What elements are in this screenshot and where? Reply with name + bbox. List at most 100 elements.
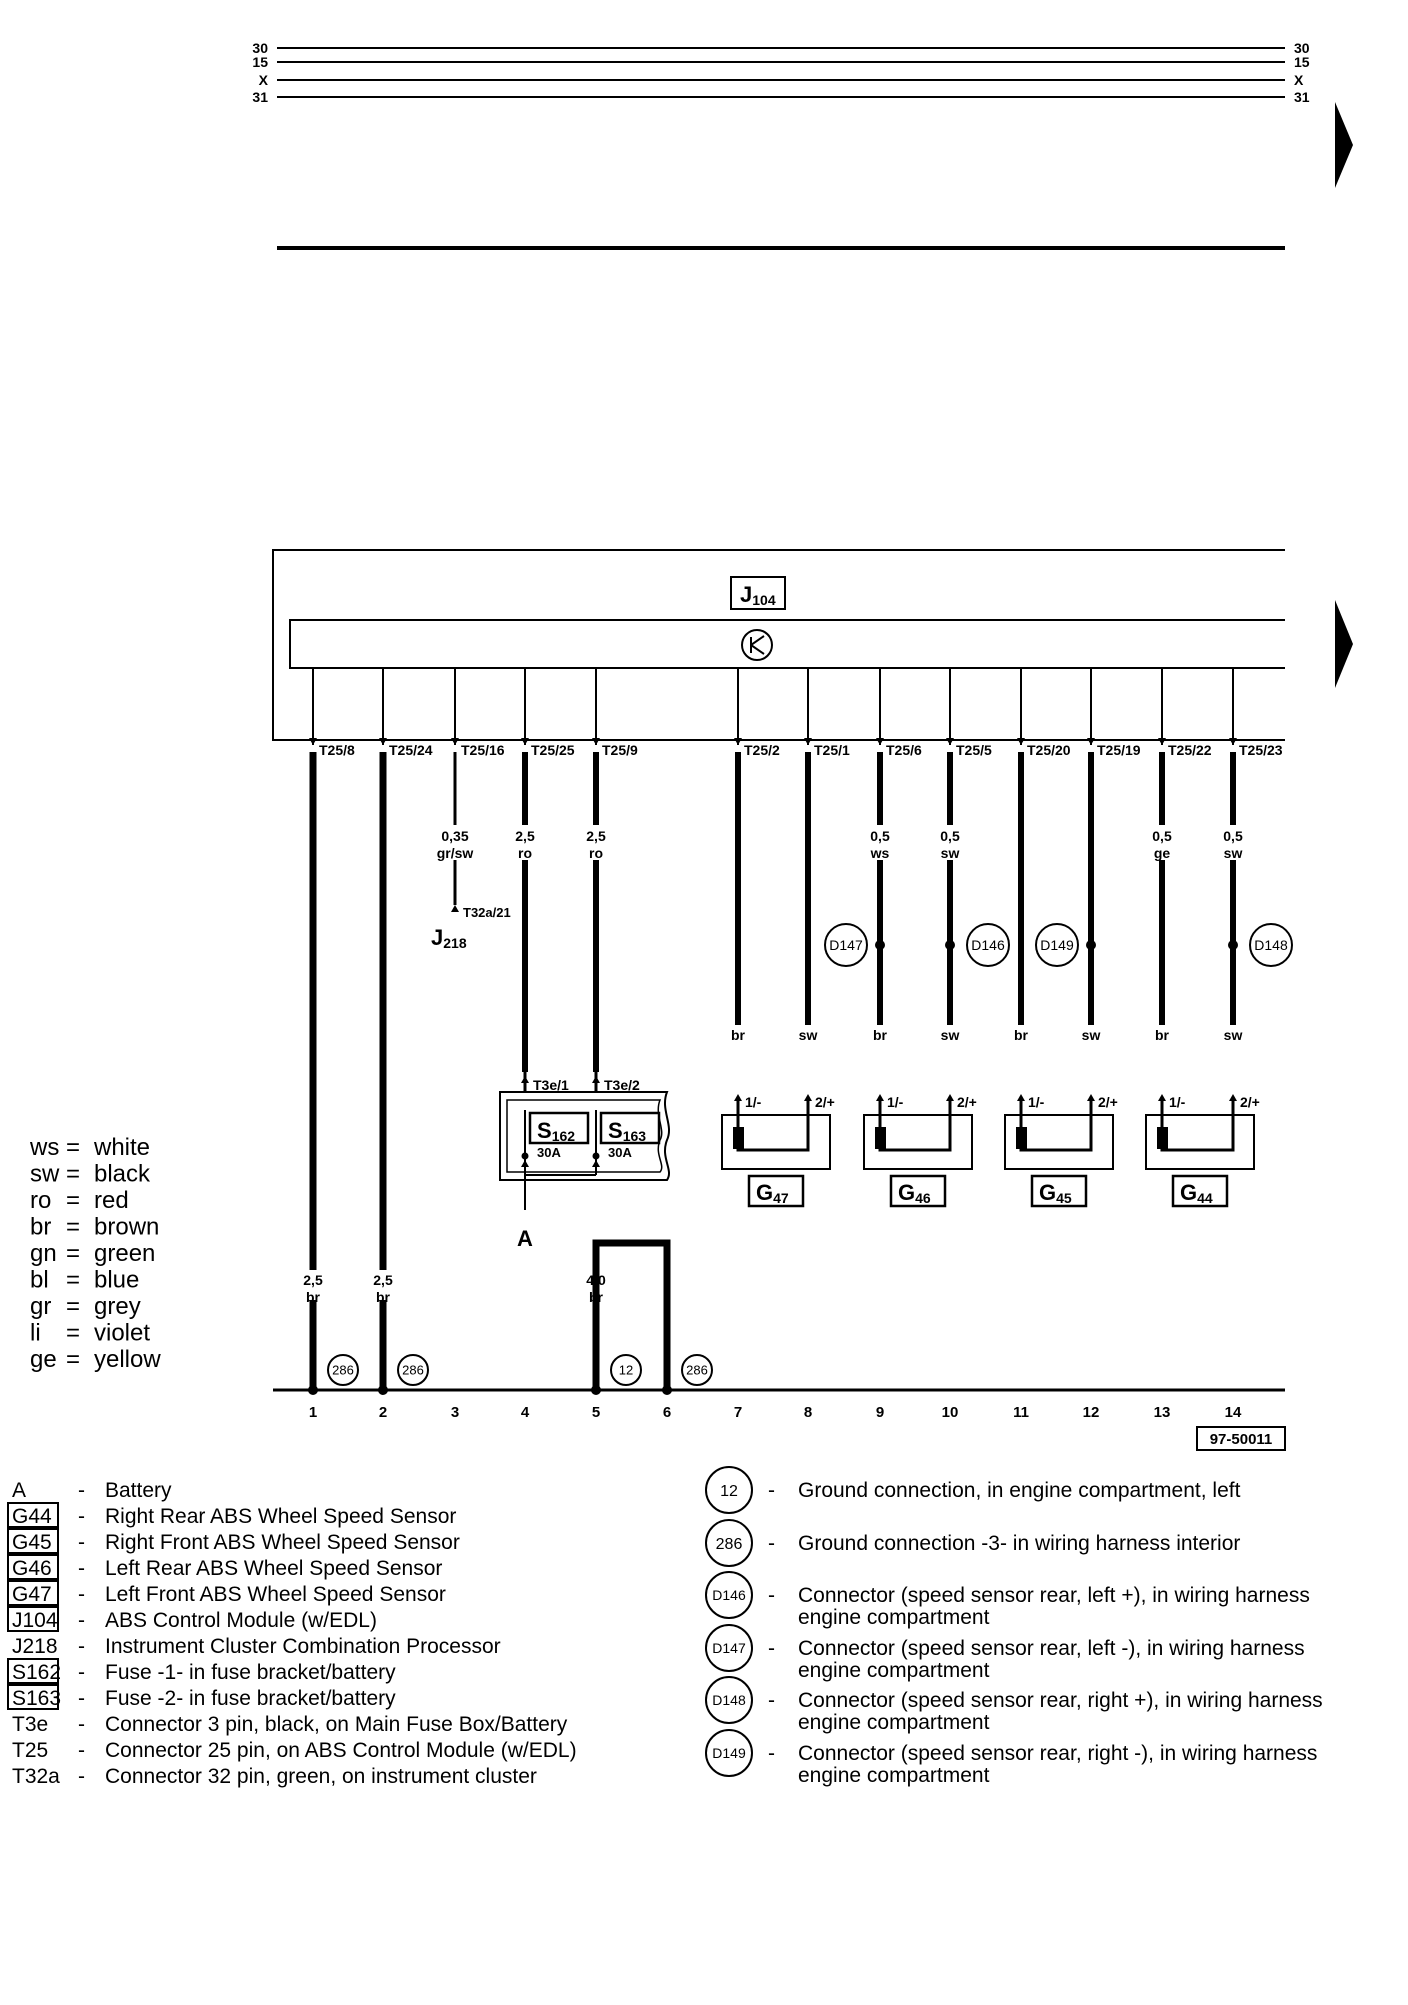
column-number-11: 11 bbox=[1013, 1404, 1029, 1421]
sensor-wire-color-10: sw bbox=[941, 1027, 960, 1043]
lower-wire-size-2: 2,5 bbox=[373, 1272, 393, 1288]
bus-label-right-15: 15 bbox=[1294, 54, 1310, 70]
sensor-44-label-box bbox=[1171, 1174, 1229, 1208]
sensor-pin-arrow-7 bbox=[734, 1094, 742, 1101]
pin-arrow-12 bbox=[1087, 738, 1095, 745]
fuse-pin-label-4: T3e/1 bbox=[533, 1077, 569, 1093]
pin-label-2: T25/24 bbox=[389, 742, 433, 758]
color-name-sw: black bbox=[94, 1161, 151, 1188]
legend-code-box-S163 bbox=[7, 1684, 59, 1710]
ground-node-2 bbox=[378, 1385, 388, 1395]
sensor-pin-arrow-9 bbox=[876, 1094, 884, 1101]
legend-symbol-D147-ring bbox=[705, 1624, 753, 1672]
wire-size-9: 0,5 bbox=[870, 828, 890, 844]
legend-symbol-D146-ring bbox=[705, 1571, 753, 1619]
sensor-pin-arrow-8 bbox=[804, 1094, 812, 1101]
legend-code-T3e: T3e bbox=[12, 1713, 48, 1736]
j218-pin-label: T32a/21 bbox=[463, 905, 511, 920]
inline-connector-D147-label: D147 bbox=[829, 937, 863, 953]
color-name-gr: grey bbox=[94, 1293, 141, 1320]
color-eq-ws: = bbox=[66, 1134, 80, 1161]
fuse-box-outline bbox=[499, 1091, 670, 1181]
bus-label-left-31: 31 bbox=[252, 89, 268, 105]
lower-wire-size-1: 2,5 bbox=[303, 1272, 323, 1288]
color-code-gr: gr bbox=[30, 1293, 51, 1320]
legend-right-desc2-D146: engine compartment bbox=[798, 1606, 990, 1629]
bus-label-left-30: 30 bbox=[252, 40, 268, 56]
sensor-pin-label-8: 2/+ bbox=[815, 1094, 835, 1110]
fuse-node-5 bbox=[592, 1152, 600, 1160]
pin-arrow-5 bbox=[592, 738, 600, 745]
sensor-wire-color-13: br bbox=[1155, 1027, 1170, 1043]
legend-right-desc-286: Ground connection -3- in wiring harness … bbox=[798, 1532, 1240, 1555]
legend-symbol-12-ring bbox=[705, 1466, 753, 1514]
color-code-ge: ge bbox=[30, 1346, 57, 1373]
color-code-ws: ws bbox=[29, 1134, 59, 1161]
fuse-pin-label-5: T3e/2 bbox=[604, 1077, 640, 1093]
legend-right-desc-D148: Connector (speed sensor rear, right +), … bbox=[798, 1689, 1323, 1712]
color-code-ro: ro bbox=[30, 1187, 51, 1214]
sensor-44-coil bbox=[1160, 1100, 1235, 1152]
color-code-br: br bbox=[30, 1214, 51, 1241]
legend-dash-J104: - bbox=[78, 1609, 85, 1632]
legend-desc-S162: Fuse -1- in fuse bracket/battery bbox=[105, 1661, 396, 1684]
column-number-1: 1 bbox=[309, 1404, 317, 1421]
color-code-bl: bl bbox=[30, 1267, 49, 1294]
legend-dash-T25: - bbox=[78, 1739, 85, 1762]
wire-size-3: 0,35 bbox=[441, 828, 468, 844]
sensor-wire-color-8: sw bbox=[799, 1027, 818, 1043]
legend-desc-T32a: Connector 32 pin, green, on instrument c… bbox=[105, 1765, 537, 1788]
legend-dash-T32a: - bbox=[78, 1765, 85, 1788]
legend-symbol-D148-ring bbox=[705, 1676, 753, 1724]
pin-label-9: T25/6 bbox=[886, 742, 922, 758]
legend-right-desc-12: Ground connection, in engine compartment… bbox=[798, 1479, 1241, 1502]
legend-symbol-D146-label: D146 bbox=[712, 1587, 746, 1603]
color-eq-bl: = bbox=[66, 1267, 80, 1294]
wire-size-10: 0,5 bbox=[940, 828, 960, 844]
legend-symbol-D148-label: D148 bbox=[712, 1692, 746, 1708]
ground-loop-5-6 bbox=[592, 1239, 671, 1390]
legend-symbol-D149-label: D149 bbox=[712, 1745, 746, 1761]
legend-code-box-S162 bbox=[7, 1658, 59, 1684]
column-number-2: 2 bbox=[379, 1404, 387, 1421]
pin-arrow-13 bbox=[1158, 738, 1166, 745]
ground-point-6-label: 286 bbox=[686, 1363, 708, 1378]
color-eq-sw: = bbox=[66, 1161, 80, 1188]
pin-arrow-2 bbox=[379, 738, 387, 745]
legend-code-G46: G46 bbox=[12, 1557, 52, 1580]
ground-point-2-ring bbox=[397, 1354, 429, 1386]
legend-right-dash-286: - bbox=[768, 1532, 775, 1555]
legend-desc-J104: ABS Control Module (w/EDL) bbox=[105, 1609, 377, 1632]
abs-control-module-j104: J104 bbox=[272, 549, 1353, 741]
connector-dot-D149 bbox=[1086, 940, 1096, 950]
pin-label-1: T25/8 bbox=[319, 742, 355, 758]
sensor-pin-label-7: 1/- bbox=[745, 1094, 762, 1110]
j218-label: J218 bbox=[431, 925, 467, 951]
legend-right-desc-D146: Connector (speed sensor rear, left +), i… bbox=[798, 1584, 1310, 1607]
legend-desc-T25: Connector 25 pin, on ABS Control Module … bbox=[105, 1739, 577, 1762]
module-inner-bar bbox=[289, 619, 1285, 669]
module-label-box bbox=[730, 576, 786, 610]
pin-arrow-14 bbox=[1229, 738, 1237, 745]
wire-color-13: ge bbox=[1154, 845, 1171, 861]
ground-point-5-ring bbox=[610, 1354, 642, 1386]
point-a-label: A bbox=[517, 1226, 533, 1251]
inline-connector-D148-label: D148 bbox=[1254, 937, 1288, 953]
wire-size-13: 0,5 bbox=[1152, 828, 1172, 844]
color-name-gn: green bbox=[94, 1240, 155, 1267]
wire-size-4: 2,5 bbox=[515, 828, 535, 844]
legend-desc-S163: Fuse -2- in fuse bracket/battery bbox=[105, 1687, 396, 1710]
pin-arrow-8 bbox=[804, 738, 812, 745]
pin-label-3: T25/16 bbox=[461, 742, 505, 758]
sensor-47-label-box bbox=[747, 1174, 805, 1208]
legend-dash-G47: - bbox=[78, 1583, 85, 1606]
color-name-li: violet bbox=[94, 1320, 150, 1347]
bus-label-right-30: 30 bbox=[1294, 40, 1310, 56]
legend-code-G44: G44 bbox=[12, 1505, 52, 1528]
sensor-wire-color-7: br bbox=[731, 1027, 746, 1043]
color-code-sw: sw bbox=[30, 1161, 60, 1188]
connector-dot-D147 bbox=[875, 940, 885, 950]
column-number-6: 6 bbox=[663, 1404, 671, 1421]
